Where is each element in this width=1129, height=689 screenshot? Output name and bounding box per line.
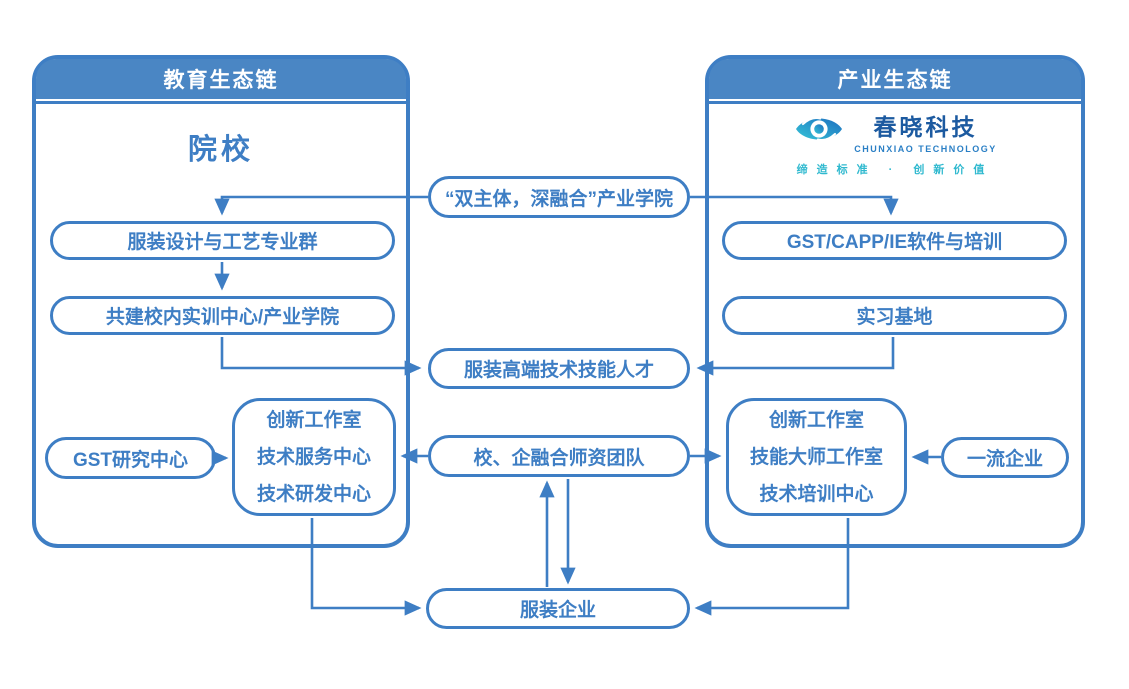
education-panel-divider xyxy=(36,101,406,104)
node-fashion-design-major-group: 服装设计与工艺专业群 xyxy=(50,221,395,260)
studio-line: 技术服务中心 xyxy=(256,446,371,468)
logo-company-latin: CHUNXIAO TECHNOLOGY xyxy=(854,144,997,154)
node-label: 校、企融合师资团队 xyxy=(473,447,645,469)
studio-line: 技能大师工作室 xyxy=(749,446,883,468)
industry-panel-header: 产业生态链 xyxy=(709,59,1081,99)
node-label: “双主体，深融合”产业学院 xyxy=(444,188,673,210)
logo-company-name: 春晓科技 xyxy=(873,114,978,140)
logo-tagline: 缔造标准 · 创新价值 xyxy=(796,164,994,176)
node-label: 服装高端技术技能人才 xyxy=(463,360,654,381)
industry-panel-divider xyxy=(709,101,1081,104)
node-label: GST研究中心 xyxy=(72,449,189,471)
colleges-heading: 院校 xyxy=(187,134,254,166)
node-internship-base: 实习基地 xyxy=(722,296,1067,335)
studio-line: 技术研发中心 xyxy=(256,483,371,505)
node-label: 一流企业 xyxy=(966,449,1043,470)
node-label: 实习基地 xyxy=(856,307,933,328)
chunxiao-eye-icon xyxy=(793,110,845,153)
node-gst-research-center: GST研究中心 xyxy=(45,437,216,479)
node-left-studios: 创新工作室 技术服务中心 技术研发中心 xyxy=(232,398,396,516)
chunxiao-logo: 春晓科技 CHUNXIAO TECHNOLOGY 缔造标准 · 创新价值 xyxy=(705,108,1085,177)
node-dual-subject-industry-college: “双主体，深融合”产业学院 xyxy=(428,176,690,218)
studio-line: 创新工作室 xyxy=(266,409,362,431)
node-campus-training-center: 共建校内实训中心/产业学院 xyxy=(50,296,395,335)
node-high-end-technical-talents: 服装高端技术技能人才 xyxy=(428,348,690,389)
node-label: 服装设计与工艺专业群 xyxy=(127,232,318,253)
node-label: GST/CAPP/IE软件与培训 xyxy=(786,232,1003,253)
node-first-class-enterprises: 一流企业 xyxy=(941,437,1069,478)
node-garment-enterprises: 服装企业 xyxy=(426,588,690,629)
node-right-studios: 创新工作室 技能大师工作室 技术培训中心 xyxy=(726,398,907,516)
studio-line: 技术培训中心 xyxy=(759,483,874,505)
industry-panel-title: 产业生态链 xyxy=(837,69,953,92)
node-label: 服装企业 xyxy=(519,600,596,621)
node-label: 共建校内实训中心/产业学院 xyxy=(105,307,340,328)
studio-line: 创新工作室 xyxy=(768,409,864,431)
education-panel-title: 教育生态链 xyxy=(163,69,279,92)
education-panel-header: 教育生态链 xyxy=(36,59,406,99)
node-school-enterprise-faculty-team: 校、企融合师资团队 xyxy=(428,435,690,477)
node-gst-capp-ie-software: GST/CAPP/IE软件与培训 xyxy=(722,221,1067,260)
